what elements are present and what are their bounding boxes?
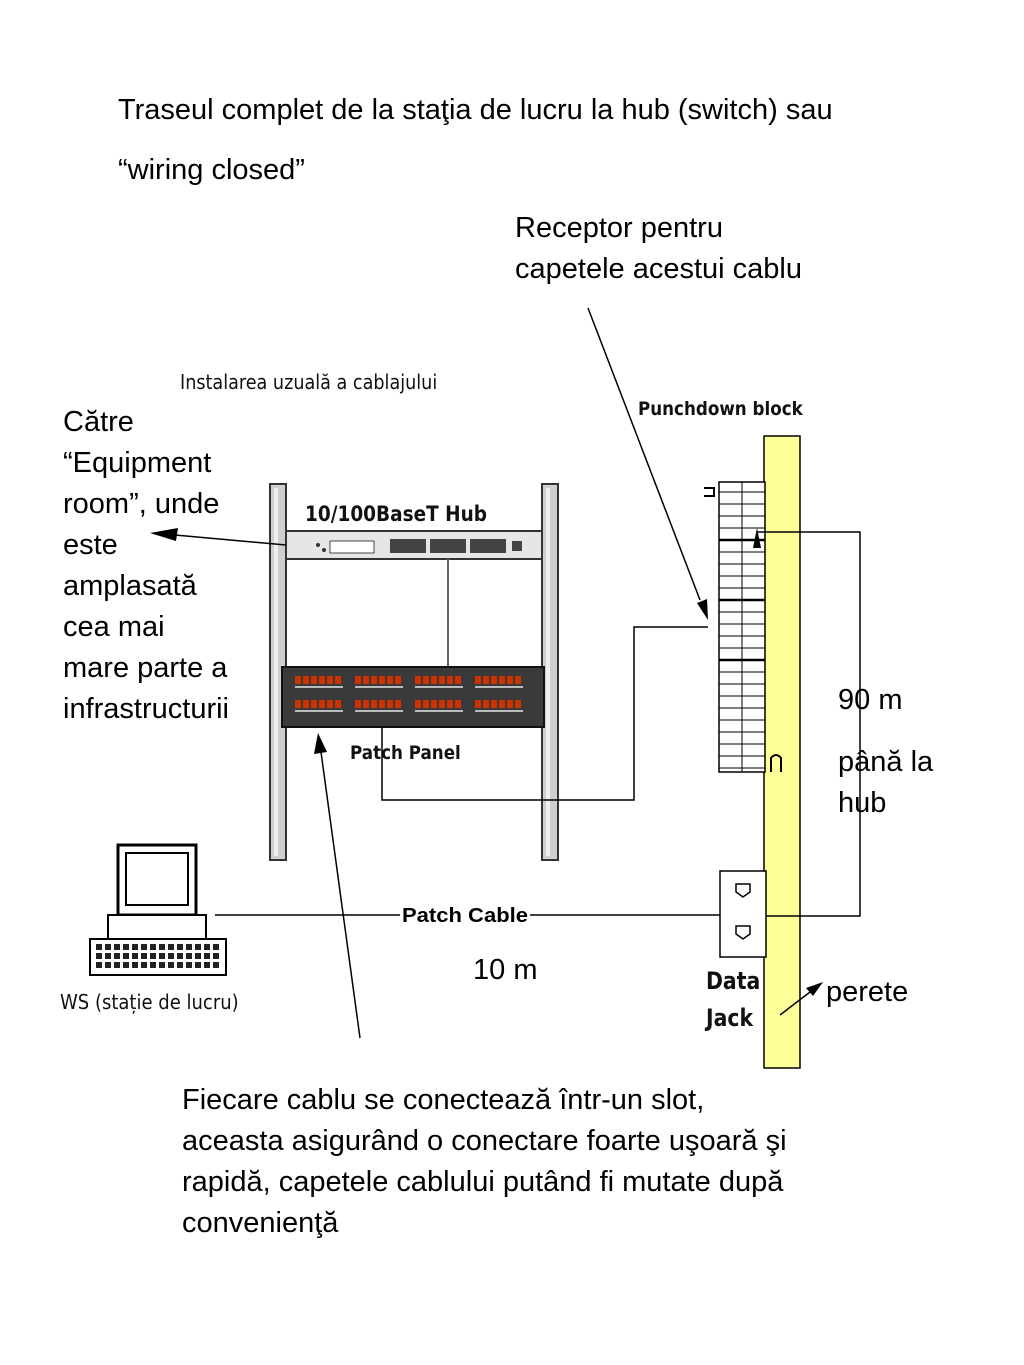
horizontal-cable: [381, 626, 708, 801]
patch-port: [363, 700, 369, 708]
distance-90m: 90 m: [838, 684, 903, 716]
note-line: infrastructurii: [63, 693, 229, 725]
workstation-icon: [89, 843, 227, 976]
patch-port: [447, 676, 453, 684]
equipment-room-note: Către “Equipment room”, unde este amplas…: [63, 402, 229, 730]
patch-port: [319, 676, 325, 684]
patch-port: [507, 676, 513, 684]
page-title-line-1: Traseul complet de la staţia de lucru la…: [118, 94, 833, 126]
bottom-note-line: convenienţă: [182, 1207, 339, 1239]
data-jack: [719, 870, 767, 958]
patch-port: [371, 700, 377, 708]
page-title-line-2: “wiring closed”: [118, 154, 305, 186]
patch-port: [439, 676, 445, 684]
patch-cable-label: Patch Cable: [402, 905, 528, 927]
patch-port: [327, 676, 333, 684]
patch-port: [295, 700, 301, 708]
patch-port: [355, 700, 361, 708]
patch-port: [491, 700, 497, 708]
punchdown-block: [704, 481, 782, 773]
distance-90m-sub-1: până la: [838, 746, 934, 778]
patch-port: [371, 676, 377, 684]
patch-port: [431, 700, 437, 708]
data-jack-label-line-2: Jack: [706, 1004, 754, 1032]
patch-port: [363, 676, 369, 684]
data-jack-label-line-1: Data: [706, 967, 761, 995]
receptor-label-line-2: capetele acestui cablu: [515, 253, 802, 285]
note-line: mare parte a: [63, 652, 228, 684]
note-line: cea mai: [63, 611, 165, 643]
bottom-note: Fiecare cablu se conectează într-un slot…: [182, 1080, 787, 1244]
patch-port: [455, 700, 461, 708]
workstation-label: WS (stație de lucru): [60, 990, 239, 1014]
patch-port: [335, 676, 341, 684]
patch-port: [303, 700, 309, 708]
patch-port: [311, 700, 317, 708]
note-line: amplasată: [63, 570, 197, 602]
patch-port: [335, 700, 341, 708]
patch-port: [387, 676, 393, 684]
patch-port: [447, 700, 453, 708]
patch-port: [499, 700, 505, 708]
patch-port: [431, 676, 437, 684]
distance-10m: 10 m: [473, 954, 538, 986]
diagram-caption: Instalarea uzuală a cablajului: [180, 370, 438, 394]
patch-port: [395, 700, 401, 708]
note-line: este: [63, 529, 118, 561]
receptor-arrow: [587, 307, 701, 601]
note-line: “Equipment: [63, 447, 212, 479]
patch-panel: [281, 666, 545, 728]
patch-port: [415, 700, 421, 708]
patch-port: [439, 700, 445, 708]
patch-port: [295, 676, 301, 684]
patch-port: [303, 676, 309, 684]
patch-port: [483, 676, 489, 684]
patch-port: [515, 676, 521, 684]
note-line: Către: [63, 406, 134, 438]
patch-port: [491, 676, 497, 684]
patch-port: [387, 700, 393, 708]
bottom-note-line: aceasta asigurând o conectare foarte uşo…: [182, 1125, 787, 1157]
patch-port: [475, 700, 481, 708]
perete-arrow: [779, 991, 811, 1016]
patch-port: [423, 676, 429, 684]
patch-port: [395, 676, 401, 684]
note-line: room”, unde: [63, 488, 220, 520]
receptor-label-line-1: Receptor pentru: [515, 212, 723, 244]
distance-90m-sub-2: hub: [838, 787, 887, 819]
patch-port: [311, 676, 317, 684]
patch-panel-label: Patch Panel: [350, 742, 461, 764]
patch-port: [379, 676, 385, 684]
wall: [763, 435, 801, 1069]
patch-port: [475, 676, 481, 684]
patch-port: [415, 676, 421, 684]
patch-port: [327, 700, 333, 708]
hub-label: 10/100BaseT Hub: [305, 502, 488, 526]
patch-port: [515, 700, 521, 708]
patch-port: [499, 676, 505, 684]
wall-cable-90m: [757, 531, 861, 917]
patch-port: [455, 676, 461, 684]
patch-port: [507, 700, 513, 708]
rack: [269, 483, 559, 861]
equipment-room-arrow: [174, 534, 287, 546]
patch-port: [483, 700, 489, 708]
bottom-note-line: Fiecare cablu se conectează într-un slot…: [182, 1084, 705, 1116]
patch-port: [423, 700, 429, 708]
punchdown-block-label: Punchdown block: [638, 398, 803, 420]
patch-port: [355, 676, 361, 684]
patch-port: [379, 700, 385, 708]
perete-label: perete: [826, 976, 909, 1008]
patch-port: [319, 700, 325, 708]
bottom-note-line: rapidă, capetele cablului putând fi muta…: [182, 1166, 784, 1198]
hub-device: [285, 530, 543, 560]
slot-arrow: [320, 751, 361, 1039]
